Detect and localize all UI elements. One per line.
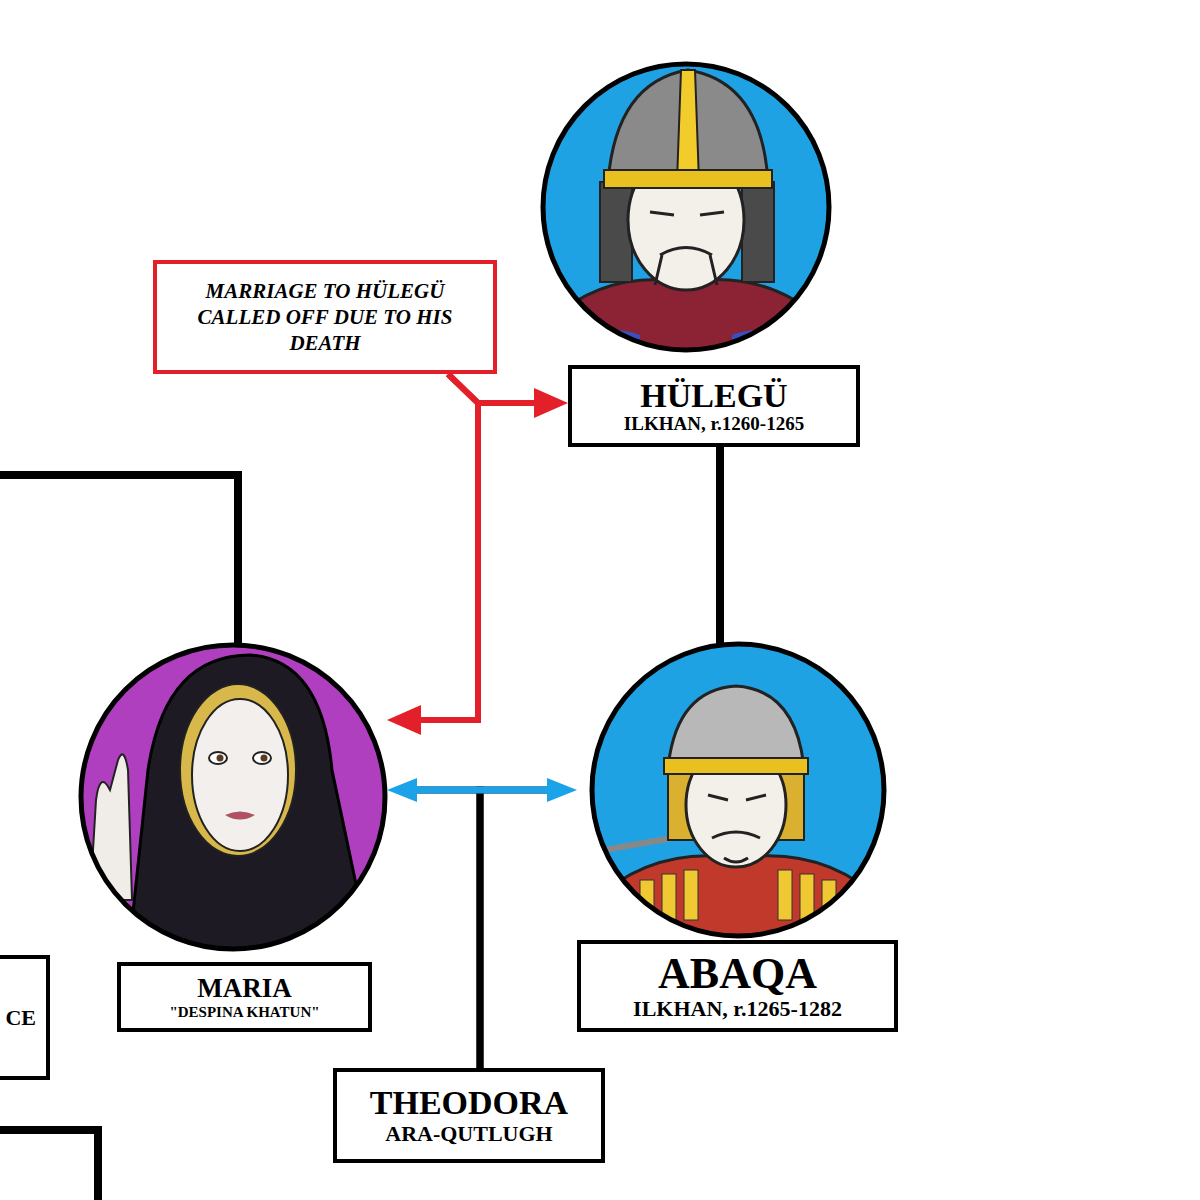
connector bbox=[417, 790, 480, 1068]
helmet bbox=[668, 686, 804, 768]
pupil bbox=[217, 755, 224, 762]
ruler-label: ABAQAILKHAN, r.1265-1282 bbox=[577, 644, 898, 1032]
hulegu-portrait bbox=[540, 64, 832, 360]
portrait-frame bbox=[543, 64, 829, 350]
helmet-band bbox=[677, 70, 699, 182]
connector bbox=[448, 374, 568, 418]
helmet-brim bbox=[604, 170, 772, 188]
raised-hand bbox=[90, 754, 132, 900]
maria-portrait bbox=[81, 645, 385, 960]
lamellae bbox=[640, 870, 836, 920]
portrait-frame bbox=[592, 644, 884, 936]
moustache bbox=[712, 832, 760, 862]
eyes bbox=[708, 795, 766, 800]
hood-rim bbox=[180, 684, 296, 856]
portrait-frame bbox=[81, 645, 385, 949]
pupil bbox=[261, 755, 268, 762]
lineage-line bbox=[0, 475, 238, 645]
lips bbox=[225, 812, 255, 820]
connector bbox=[387, 778, 577, 802]
abaqa-portrait bbox=[590, 644, 886, 940]
node-title: ABAQA bbox=[658, 952, 817, 996]
face bbox=[192, 699, 288, 851]
node-subtitle: ARA-QUTLUGH bbox=[385, 1123, 552, 1145]
callout-box: MARRIAGE TO HÜLEGÜ CALLED OFF DUE TO HIS… bbox=[153, 260, 497, 374]
shoulder bbox=[732, 330, 812, 360]
aventail bbox=[742, 182, 774, 282]
arrow-head bbox=[534, 388, 568, 418]
node-subtitle: ILKHAN, r.1265-1282 bbox=[633, 998, 842, 1020]
arrow-head bbox=[387, 705, 421, 735]
connector-line bbox=[716, 447, 724, 644]
moustache bbox=[655, 248, 717, 286]
node-subtitle: ILKHAN, r.1260-1265 bbox=[624, 414, 804, 433]
connector-line bbox=[480, 790, 547, 1068]
ruler-label: HÜLEGÜILKHAN, r.1260-1265 bbox=[543, 64, 860, 447]
person-label: THEODORA ARA-QUTLUGH bbox=[333, 1068, 605, 1163]
lineage-line bbox=[0, 1130, 98, 1200]
connector-line bbox=[417, 790, 480, 1068]
connector-line bbox=[414, 374, 478, 720]
node-title: THEODORA bbox=[370, 1086, 568, 1120]
helmet-brim bbox=[664, 758, 808, 774]
label-box: HÜLEGÜILKHAN, r.1260-1265 bbox=[568, 365, 860, 447]
eyes bbox=[650, 212, 724, 215]
connector bbox=[387, 374, 478, 735]
label-box: ABAQAILKHAN, r.1265-1282 bbox=[577, 940, 898, 1032]
node-subtitle: "DESPINA KHATUN" bbox=[169, 1005, 319, 1020]
node-title: HÜLEGÜ bbox=[640, 379, 787, 413]
connector bbox=[720, 447, 721, 644]
eye bbox=[209, 752, 227, 764]
node-title: MARRIAGE TO HÜLEGÜ CALLED OFF DUE TO HIS… bbox=[167, 278, 483, 357]
arrow-head bbox=[387, 778, 417, 802]
eye bbox=[253, 752, 271, 764]
connector bbox=[480, 790, 547, 1068]
connector-line bbox=[411, 787, 553, 794]
node-title: CE bbox=[5, 1007, 36, 1029]
person-label: MARIA "DESPINA KHATUN" bbox=[81, 645, 387, 1032]
helmet bbox=[608, 70, 768, 182]
hood bbox=[128, 655, 372, 960]
aventail bbox=[600, 182, 632, 282]
shoulder bbox=[560, 330, 640, 360]
node-title: MARIA bbox=[197, 975, 292, 1002]
label-box: MARIA "DESPINA KHATUN" bbox=[117, 962, 372, 1032]
name-box: CE bbox=[0, 955, 50, 1080]
arrow-head bbox=[547, 778, 577, 802]
